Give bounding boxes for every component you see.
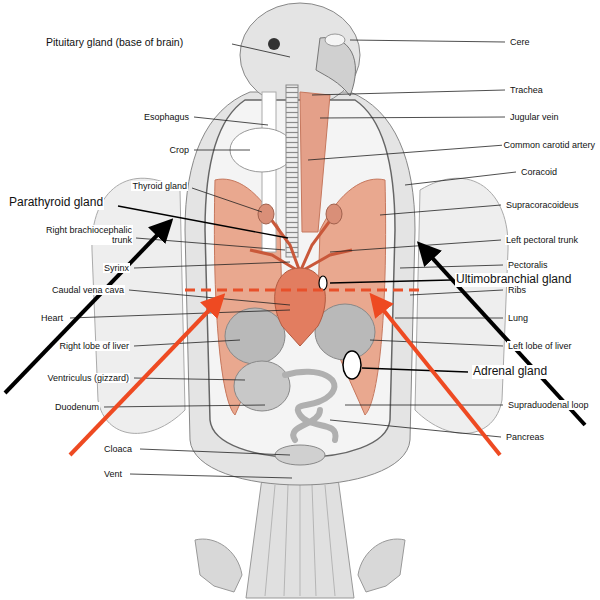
pointer-arrow xyxy=(5,227,165,393)
neck-muscle xyxy=(300,92,330,232)
part-label: Parathyroid gland xyxy=(8,196,104,210)
head xyxy=(240,3,360,107)
part-label: Pancreas xyxy=(505,432,545,442)
part-label: Left lobe of liver xyxy=(507,341,573,351)
cere xyxy=(325,34,345,46)
part-label: Right lobe of liver xyxy=(58,341,130,351)
trachea xyxy=(286,85,298,257)
part-label: Coracoid xyxy=(520,167,558,177)
right-wing xyxy=(415,178,508,433)
part-label: Adrenal gland xyxy=(472,365,548,379)
part-label: Heart xyxy=(40,313,64,323)
part-label: Left pectoral trunk xyxy=(505,235,579,245)
heart xyxy=(275,268,326,346)
part-label: Ventriculus (gizzard) xyxy=(46,373,130,383)
part-label: Jugular vein xyxy=(509,112,560,122)
part-label: Caudal vena cava xyxy=(51,285,125,295)
part-label: Cloaca xyxy=(103,444,133,454)
intestines xyxy=(285,372,336,440)
tail xyxy=(246,478,354,598)
vessels xyxy=(250,218,352,272)
part-label: Duodenum xyxy=(54,402,100,412)
part-label: Lung xyxy=(507,313,529,323)
body-cavity xyxy=(205,100,395,458)
right-foot xyxy=(358,539,405,592)
part-label: Supraduodenal loop xyxy=(507,400,590,410)
part-label: Pectoralis xyxy=(507,260,549,270)
tail-feathers xyxy=(265,485,335,596)
part-label: Common carotid artery xyxy=(502,140,596,150)
part-label: Cere xyxy=(509,37,531,47)
pointer-arrow xyxy=(425,250,585,425)
part-label: Esophagus xyxy=(143,112,190,122)
thyroid xyxy=(258,204,274,224)
left-foot xyxy=(195,539,242,592)
part-label: Right brachiocephalic trunk xyxy=(39,225,133,246)
dashed-line xyxy=(185,289,420,292)
part-label: Thyroid gland xyxy=(131,181,188,191)
part-label: Trachea xyxy=(509,85,544,95)
ultimobranchial xyxy=(319,276,327,290)
gizzard xyxy=(234,361,290,411)
part-label: Pituitary gland (base of brain) xyxy=(45,36,184,48)
part-label: Crop xyxy=(168,145,190,155)
part-label: Syrinx xyxy=(103,263,130,273)
thyroid xyxy=(326,204,342,224)
eye xyxy=(268,38,280,50)
adrenal xyxy=(343,351,361,379)
liver-lobe xyxy=(225,308,285,364)
part-label: Supracoracoideus xyxy=(505,200,580,210)
part-label: Ribs xyxy=(507,285,527,295)
part-label: Vent xyxy=(103,469,123,479)
